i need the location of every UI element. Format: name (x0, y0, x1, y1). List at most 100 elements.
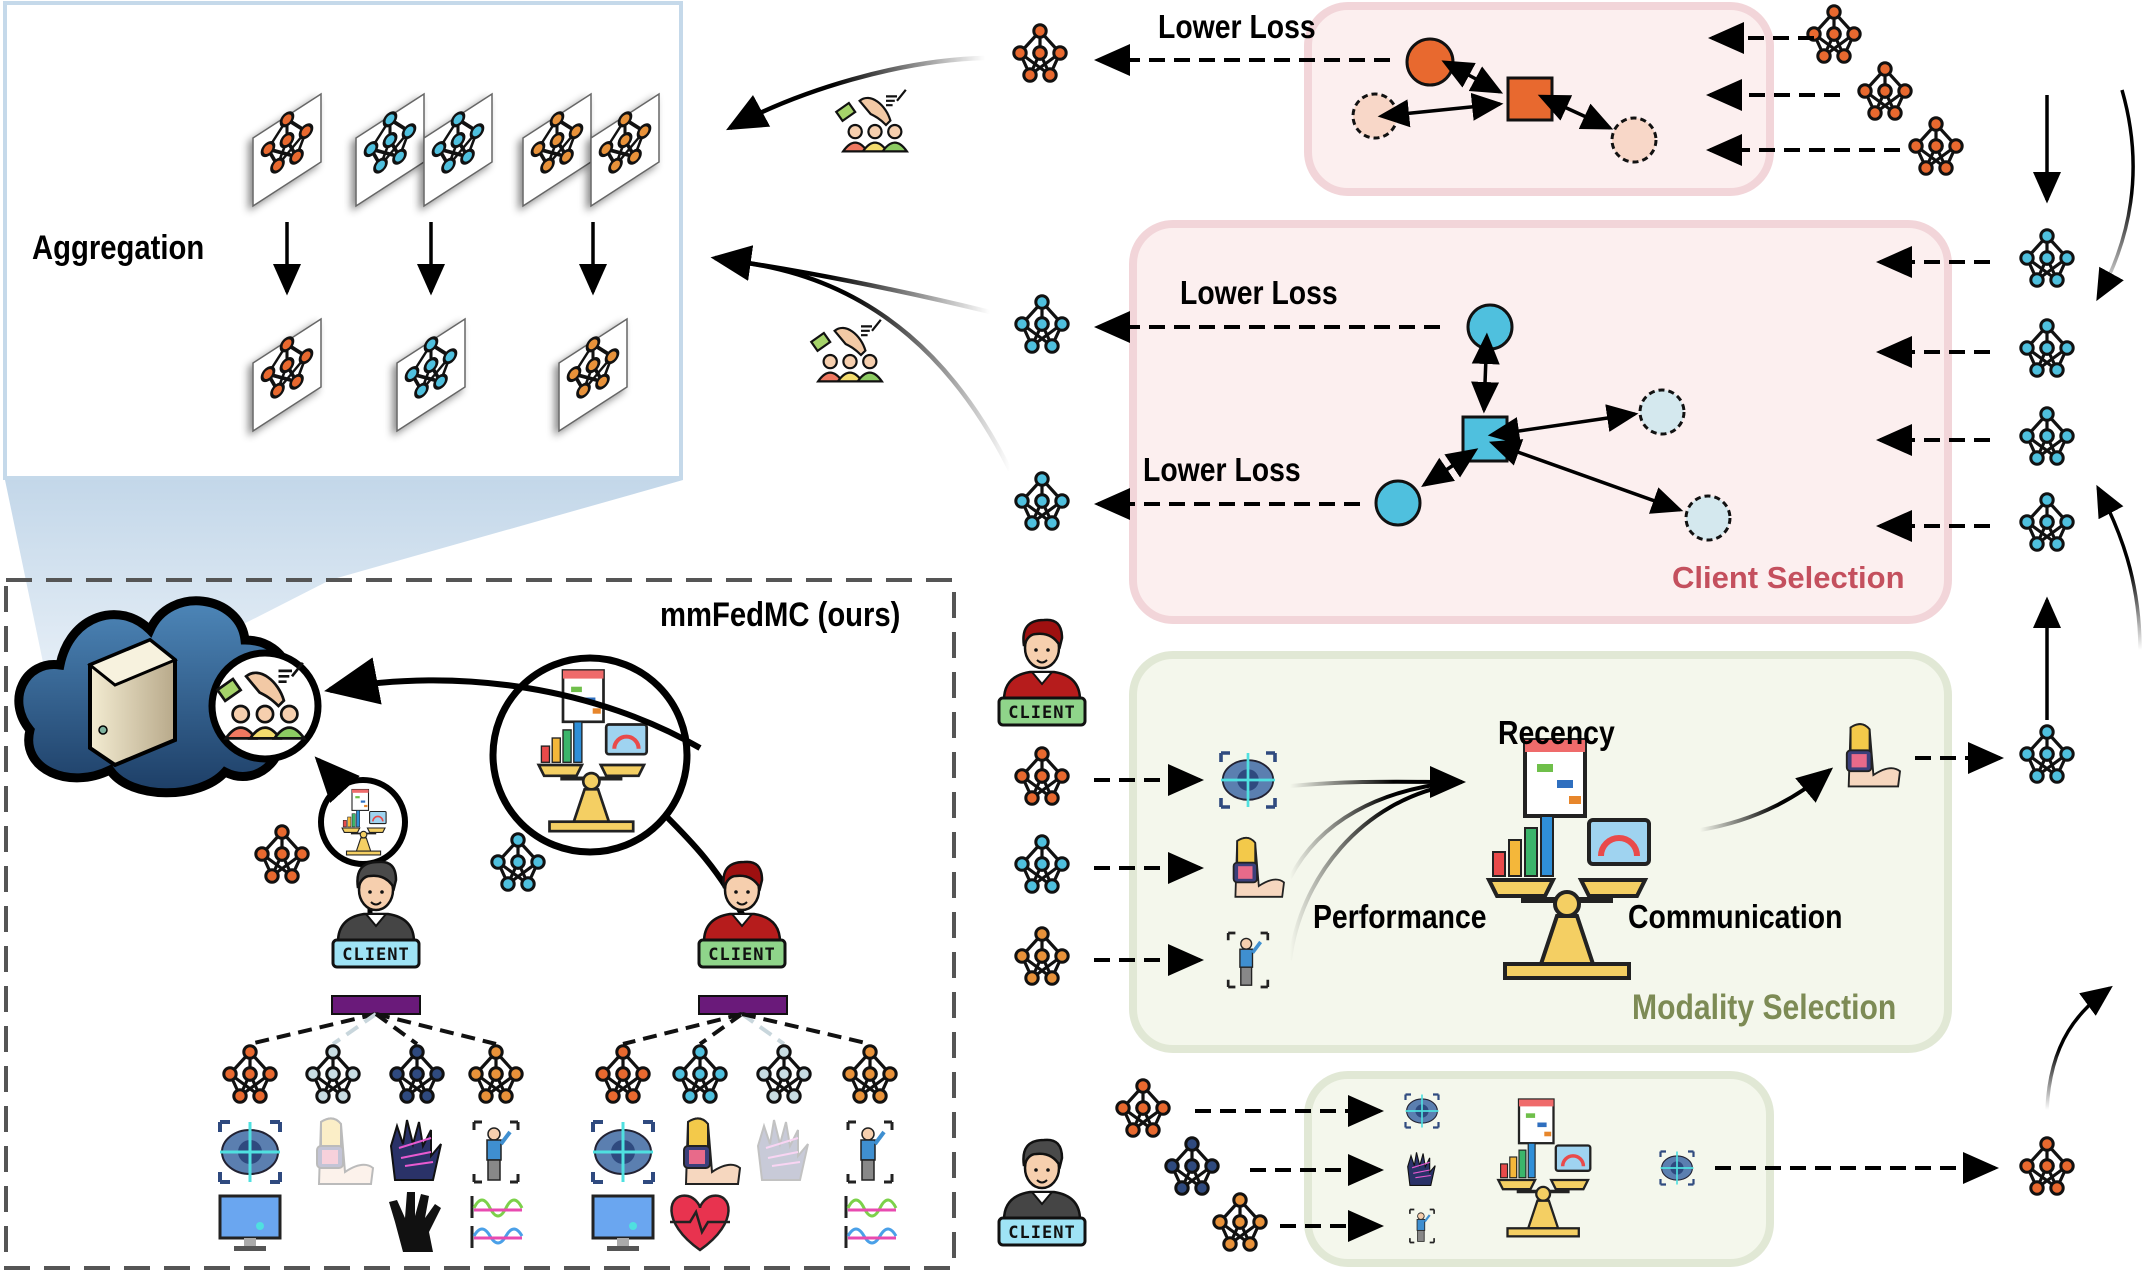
send-to-aggregation-arrow (739, 259, 1013, 472)
client-model-card (252, 92, 322, 208)
recency-label: Recency (1498, 714, 1615, 751)
model-network-icon (260, 108, 314, 174)
mmfedmc-title: mmFedMC (ours) (660, 596, 901, 634)
modality-to-scorer-arrow (1288, 780, 1456, 879)
modality-model-icon (672, 1044, 728, 1104)
modality-model-icon (1014, 834, 1070, 894)
unselected-client-node (1684, 494, 1732, 542)
client-avatar-1: CLIENT (997, 1138, 1087, 1247)
model-network-icon (260, 333, 314, 399)
modality-model-icon (1164, 1136, 1220, 1196)
similarity-arrow (1377, 92, 1504, 128)
monitor-icon (591, 1194, 655, 1251)
modality-model-icon (756, 1044, 812, 1104)
client-model-icon (1857, 61, 1913, 121)
motion-capture-icon (846, 1120, 894, 1184)
selected-modality-arrow (1699, 767, 1834, 832)
client-avatar-1: CLIENT (331, 860, 421, 969)
modality-model-icon (595, 1044, 651, 1104)
selected-client-node (1466, 303, 1514, 351)
balance-scale-icon (536, 669, 649, 833)
mmfedmc-dashed-box (4, 578, 956, 1270)
signal-wave-icon (844, 1196, 898, 1248)
client-badge-label: CLIENT (342, 945, 409, 965)
emg-armband-icon (316, 1117, 375, 1185)
motion-capture-icon (1409, 1208, 1435, 1244)
modality-model-icon (842, 1044, 898, 1104)
model-network-icon (431, 108, 485, 174)
heart-rate-icon (670, 1194, 730, 1252)
client-model-icon (1806, 4, 1862, 64)
aggregated-model-card (396, 317, 466, 433)
modality-selection-label: Modality Selection (1632, 988, 1897, 1027)
modality-model-icon (468, 1044, 524, 1104)
signal-wave-icon (470, 1196, 524, 1248)
communication-label: Communication (1628, 898, 1843, 935)
unselected-client-node (1638, 388, 1686, 436)
modality-bridge (698, 995, 788, 1015)
modality-model-icon (1014, 746, 1070, 806)
eye-tracking-icon (1659, 1150, 1695, 1186)
data-glove-icon (756, 1119, 809, 1181)
performance-label: Performance (1313, 898, 1487, 935)
modality-to-scorer-arrow (1288, 782, 1456, 961)
zoom-connector (5, 480, 683, 720)
server-node (1506, 76, 1554, 122)
emg-armband-icon (1232, 836, 1285, 898)
client-model-icon (2019, 318, 2075, 378)
upload-arrow-to-server (324, 657, 702, 751)
uploaded-model-icon (2019, 1136, 2075, 1196)
client-badge-label: CLIENT (1008, 1223, 1075, 1243)
lower-loss-label-bottom: Lower Loss (1143, 451, 1301, 488)
model-network-icon (566, 333, 620, 399)
client-model-card (355, 92, 425, 208)
selected-model-icon (1012, 23, 1068, 83)
client-model-icon (2019, 228, 2075, 288)
motion-capture-icon (472, 1120, 520, 1184)
client-selection-icon (834, 89, 909, 153)
aggregation-label: Aggregation (32, 229, 205, 267)
unselected-client-node (1351, 92, 1399, 140)
lower-loss-label-top: Lower Loss (1158, 8, 1316, 45)
eye-tracking-icon (1404, 1093, 1440, 1129)
client-badge (331, 938, 421, 969)
model-network-icon (404, 333, 458, 399)
modality-bridge (331, 995, 421, 1015)
client-badge (997, 1216, 1087, 1247)
client-badge (997, 696, 1087, 727)
client-model-icon (2019, 406, 2075, 466)
selected-client-node (1405, 37, 1455, 87)
aggregated-model-card (558, 317, 628, 433)
model-network-icon (363, 108, 417, 174)
similarity-arrow (1537, 94, 1614, 130)
eye-tracking-icon (591, 1120, 655, 1184)
modality-model-icon (222, 1044, 278, 1104)
send-to-aggregation-arrow (726, 55, 986, 131)
upload-arrow-to-selection (314, 756, 360, 804)
client-model-icon (1908, 116, 1964, 176)
handprint-icon (389, 1192, 441, 1252)
modality-model-icon (305, 1044, 361, 1104)
modality-link (331, 1012, 378, 1046)
data-glove-icon (389, 1119, 442, 1181)
client-model-card (522, 92, 592, 208)
client-selection-icon (809, 319, 884, 383)
similarity-arrow (1471, 332, 1500, 414)
modality-model-icon (1014, 926, 1070, 986)
uploaded-model-icon (2019, 724, 2075, 784)
balance-scale-icon (1496, 1098, 1592, 1238)
motion-capture-icon (1226, 931, 1270, 989)
eye-tracking-icon (1219, 751, 1277, 809)
cloud-server-icon (14, 596, 296, 798)
client-avatar-2: CLIENT (697, 860, 787, 969)
modality-link (374, 1012, 419, 1046)
client-badge-label: CLIENT (1008, 703, 1075, 723)
client-selection-icon (215, 661, 307, 740)
loop-arrow (2096, 484, 2142, 651)
server-node (1461, 415, 1509, 463)
client-selection-label: Client Selection (1672, 560, 1905, 595)
similarity-arrow (1441, 60, 1504, 94)
unselected-client-node (1610, 116, 1658, 164)
selected-model-icon (1014, 471, 1070, 531)
